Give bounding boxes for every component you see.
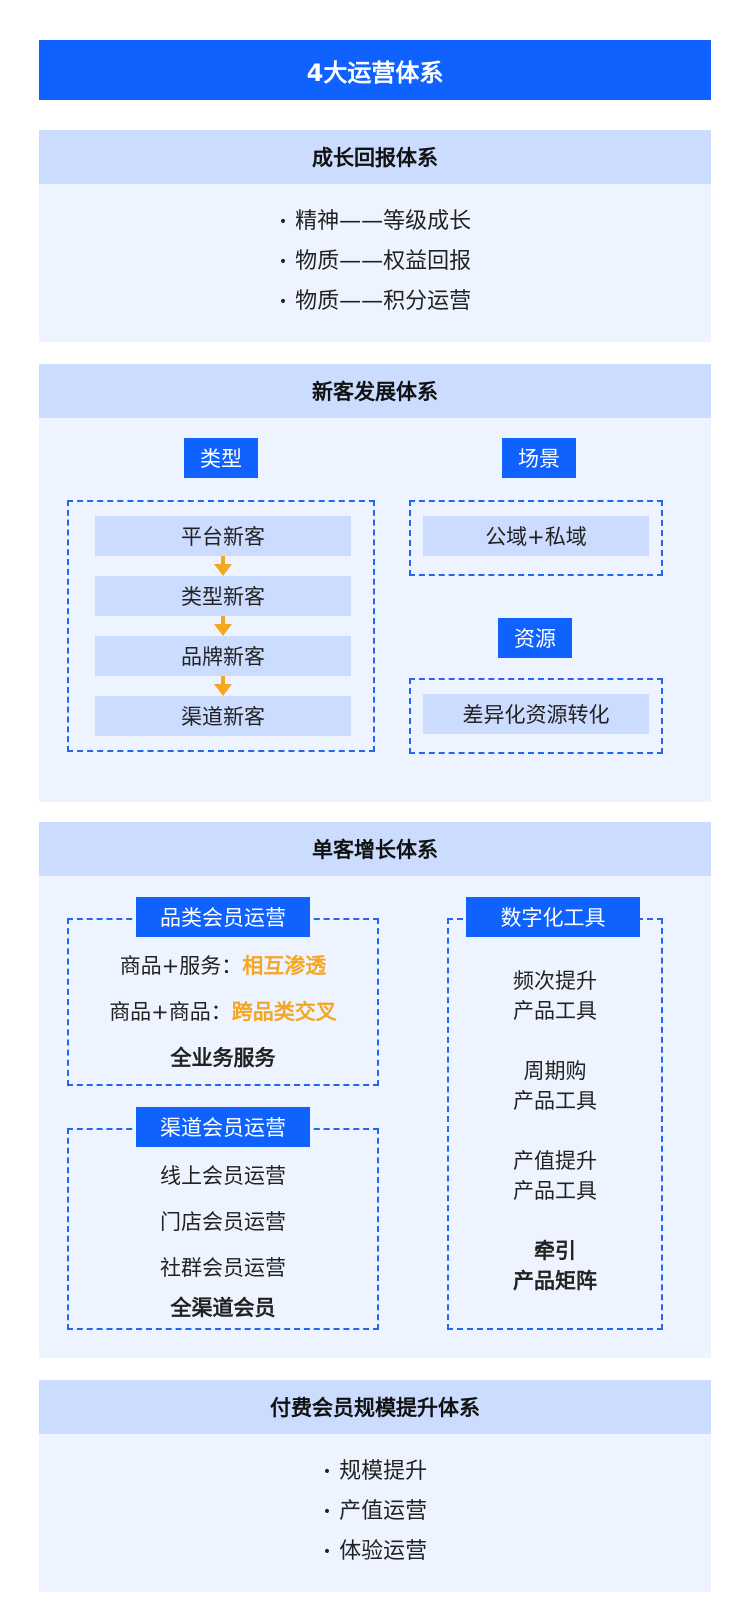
type-step-brand: 品牌新客 <box>95 636 351 676</box>
channel-item-online: 线上会员运营 <box>160 1164 286 1188</box>
category-line-1: 商品+服务：相互渗透 <box>119 954 327 978</box>
bullet-icon: • <box>322 1464 332 1480</box>
scene-item: 公域+私域 <box>423 516 649 556</box>
list-item: •精神——等级成长 <box>278 209 472 234</box>
tool-frequency: 频次提升 产品工具 <box>513 969 597 1023</box>
bullet-icon: • <box>278 254 288 270</box>
channel-tag: 渠道会员运营 <box>136 1107 310 1147</box>
section-paid: 付费会员规模提升体系 •规模提升 •产值运营 •体验运营 <box>39 1380 711 1592</box>
category-summary: 全业务服务 <box>170 1046 276 1070</box>
list-item: •物质——积分运营 <box>278 289 472 314</box>
section-header-paid: 付费会员规模提升体系 <box>39 1380 711 1434</box>
down-arrow-icon <box>214 684 232 696</box>
flow-arrow-stem <box>221 616 225 624</box>
tool-subscription: 周期购 产品工具 <box>513 1059 597 1113</box>
list-item: •物质——权益回报 <box>278 249 472 274</box>
resource-item: 差异化资源转化 <box>423 694 649 734</box>
list-item: •规模提升 <box>322 1459 428 1484</box>
bullet-icon: • <box>322 1504 332 1520</box>
type-flow-box <box>67 500 375 752</box>
tool-summary: 牵引 产品矩阵 <box>513 1239 597 1293</box>
paid-list: •规模提升 •产值运营 •体验运营 <box>39 1452 711 1572</box>
tool-value: 产值提升 产品工具 <box>513 1149 597 1203</box>
type-step-platform: 平台新客 <box>95 516 351 556</box>
type-step-category: 类型新客 <box>95 576 351 616</box>
channel-item-community: 社群会员运营 <box>160 1256 286 1280</box>
flow-arrow-stem <box>221 676 225 684</box>
type-tag: 类型 <box>184 438 258 478</box>
channel-item-store: 门店会员运营 <box>160 1210 286 1234</box>
bullet-icon: • <box>322 1544 332 1560</box>
category-line-2: 商品+商品：跨品类交叉 <box>109 1000 337 1024</box>
flow-arrow-stem <box>221 556 225 564</box>
growth-list: •精神——等级成长 •物质——权益回报 •物质——积分运营 <box>39 202 711 322</box>
section-growth: 成长回报体系 •精神——等级成长 •物质——权益回报 •物质——积分运营 <box>39 130 711 342</box>
type-step-channel: 渠道新客 <box>95 696 351 736</box>
list-item: •体验运营 <box>322 1539 428 1564</box>
resource-box <box>409 678 663 754</box>
resource-tag: 资源 <box>498 618 572 658</box>
down-arrow-icon <box>214 564 232 576</box>
list-item: •产值运营 <box>322 1499 428 1524</box>
section-new-customer: 新客发展体系 类型 场景 平台新客 类型新客 品牌新客 渠道新客 公域+私域 资… <box>39 364 711 802</box>
down-arrow-icon <box>214 624 232 636</box>
section-single-customer: 单客增长体系 品类会员运营 商品+服务：相互渗透 商品+商品：跨品类交叉 全业务… <box>39 822 711 1358</box>
section-header-single-customer: 单客增长体系 <box>39 822 711 876</box>
main-title: 4大运营体系 <box>39 40 711 100</box>
scene-tag: 场景 <box>502 438 576 478</box>
channel-summary: 全渠道会员 <box>170 1296 276 1320</box>
digital-tools-tag: 数字化工具 <box>466 897 640 937</box>
category-tag: 品类会员运营 <box>136 897 310 937</box>
section-header-new-customer: 新客发展体系 <box>39 364 711 418</box>
scene-box <box>409 500 663 576</box>
bullet-icon: • <box>278 214 288 230</box>
section-header-growth: 成长回报体系 <box>39 130 711 184</box>
bullet-icon: • <box>278 294 288 310</box>
